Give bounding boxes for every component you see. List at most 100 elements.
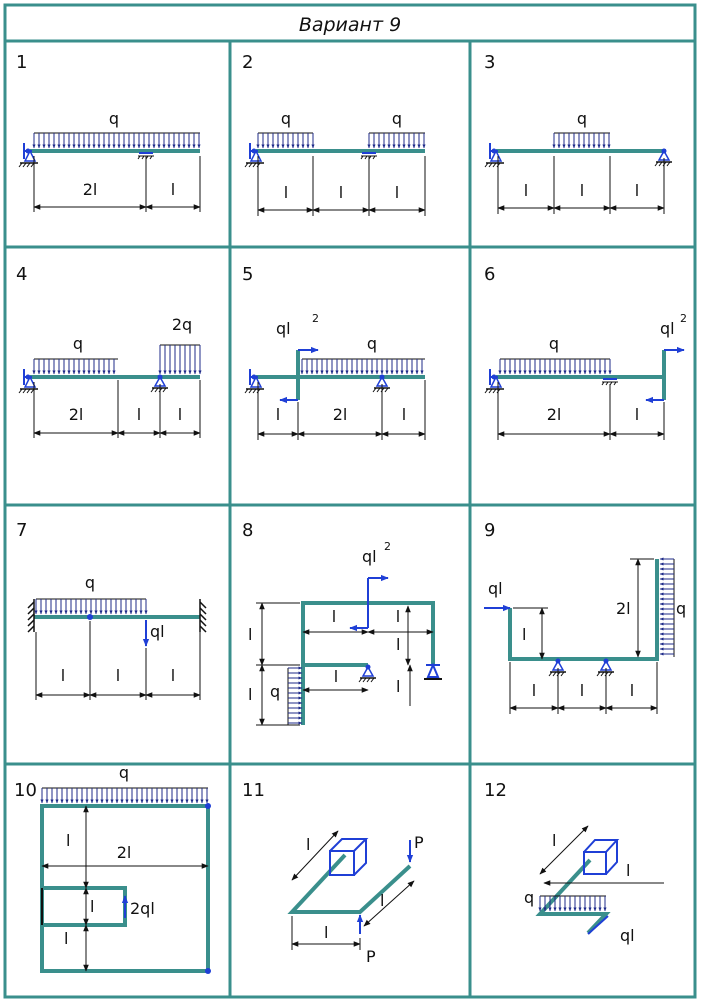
panel-number-3: 3 (484, 52, 495, 73)
distributed-load-arrows (40, 787, 209, 804)
scheme-7: q ql l l l (27, 573, 207, 700)
distributed-load-arrows (367, 132, 426, 149)
svg-text:l: l (90, 897, 94, 916)
svg-text:l: l (306, 835, 310, 854)
wall-right-icon (199, 599, 207, 633)
svg-text:l: l (626, 861, 630, 880)
svg-text:2: 2 (680, 312, 687, 325)
scheme-4: q 2q 2l l l (18, 315, 202, 438)
fixed-support-icon (424, 662, 442, 680)
svg-text:2l: 2l (69, 405, 84, 424)
svg-text:l: l (284, 183, 288, 202)
scheme-11: P P l l l (287, 830, 424, 966)
distributed-load-arrows (498, 358, 612, 375)
svg-text:q: q (676, 599, 686, 618)
svg-text:l: l (396, 607, 400, 626)
pin-support-icon (244, 369, 264, 394)
dim-l: l (171, 180, 175, 199)
svg-text:l: l (276, 405, 280, 424)
distributed-load-arrows (300, 358, 425, 375)
svg-text:ql: ql (660, 319, 675, 338)
panel-number-8: 8 (242, 520, 253, 541)
distributed-load-arrows (158, 344, 202, 375)
load-label-q: q (281, 109, 291, 128)
svg-text:l: l (635, 181, 639, 200)
svg-text:l: l (402, 405, 406, 424)
load-label-q: q (392, 109, 402, 128)
svg-text:P: P (414, 833, 424, 852)
load-label-q: q (109, 109, 119, 128)
svg-text:q: q (73, 334, 83, 353)
scheme-5: ql 2 q l 2l l (244, 312, 426, 440)
page-title: Вариант 9 (299, 14, 401, 36)
svg-text:l: l (324, 923, 328, 942)
panel-number-1: 1 (16, 52, 27, 73)
svg-text:l: l (630, 681, 634, 700)
hinge-icon (87, 614, 93, 620)
svg-text:2l: 2l (616, 599, 631, 618)
svg-text:l: l (580, 181, 584, 200)
svg-text:ql: ql (620, 926, 635, 945)
svg-text:l: l (137, 405, 141, 424)
svg-text:ql: ql (362, 547, 377, 566)
svg-text:q: q (577, 109, 587, 128)
panel-number-6: 6 (484, 264, 495, 285)
svg-text:l: l (248, 685, 252, 704)
svg-text:q: q (270, 682, 280, 701)
svg-text:l: l (635, 405, 639, 424)
svg-text:ql: ql (276, 319, 291, 338)
distributed-load-arrows (32, 132, 201, 149)
svg-text:q: q (119, 763, 129, 782)
panel-number-10: 10 (14, 780, 37, 801)
scheme-3: q l l l (484, 109, 672, 214)
svg-text:2: 2 (312, 312, 319, 325)
wall-left-icon (27, 599, 35, 633)
force-line (587, 915, 609, 935)
pin-support-icon (244, 143, 264, 168)
panel-number-5: 5 (242, 264, 253, 285)
svg-text:l: l (339, 183, 343, 202)
svg-text:l: l (64, 929, 68, 948)
svg-text:l: l (396, 635, 400, 654)
svg-text:l: l (171, 666, 175, 685)
distributed-load-arrows (256, 132, 315, 149)
svg-text:l: l (396, 677, 400, 696)
panel-number-4: 4 (16, 264, 27, 285)
svg-text:ql: ql (488, 579, 503, 598)
panel-number-12: 12 (484, 780, 507, 801)
distributed-load-arrows (659, 557, 675, 657)
svg-text:2q: 2q (172, 315, 192, 334)
svg-text:q: q (367, 334, 377, 353)
sheet-frame (3, 3, 697, 999)
svg-text:l: l (552, 831, 556, 850)
scheme-6: q ql 2 2l l (484, 312, 687, 440)
panel-number-9: 9 (484, 520, 495, 541)
svg-text:l: l (522, 625, 526, 644)
scheme-1: q 2l l (18, 109, 201, 212)
svg-text:2ql: 2ql (130, 899, 155, 918)
panel-number-11: 11 (242, 780, 265, 801)
svg-text:l: l (66, 831, 70, 850)
svg-text:l: l (380, 891, 384, 910)
distributed-load-arrows (34, 598, 148, 615)
scheme-10: q 2ql l 2l l l (40, 763, 211, 974)
pin-support-icon (484, 143, 504, 168)
distributed-load-arrows (32, 358, 118, 375)
panel-number-2: 2 (242, 52, 253, 73)
moment-couple-icon (349, 574, 389, 632)
svg-text:l: l (178, 405, 182, 424)
svg-text:2l: 2l (333, 405, 348, 424)
fixed-block-icon (329, 838, 369, 876)
svg-text:ql: ql (150, 622, 165, 641)
distributed-load-arrows (552, 132, 611, 149)
pin-support-icon (18, 143, 38, 168)
moment-couple-icon (279, 346, 319, 404)
scheme-12: q ql l l (524, 825, 664, 945)
svg-text:l: l (248, 625, 252, 644)
pin-support-icon (18, 369, 38, 394)
svg-text:l: l (395, 183, 399, 202)
svg-text:l: l (580, 681, 584, 700)
svg-text:P: P (366, 947, 376, 966)
panel-number-7: 7 (16, 520, 27, 541)
